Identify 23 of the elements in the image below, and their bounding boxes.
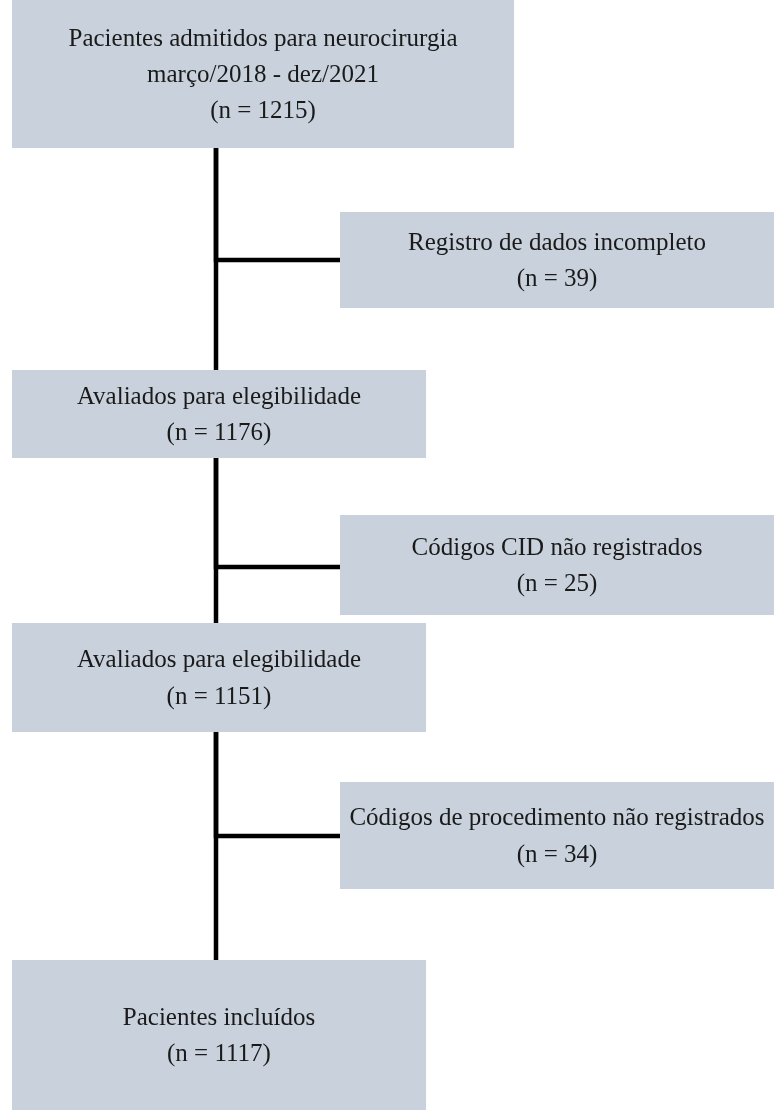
process-box — [340, 212, 774, 308]
connector-line — [213, 458, 340, 570]
box-text: Registro de dados incompleto — [408, 226, 706, 257]
box-text: Avaliados para elegibilidade — [76, 380, 362, 411]
connector-line — [213, 732, 340, 839]
box-text: (n = 1117) — [167, 1038, 271, 1069]
box-text: (n = 1151) — [166, 680, 272, 712]
box-text: Pacientes admitidos para neurocirurgia março/2018 - dez/2021 — [67, 22, 459, 89]
process-box — [340, 782, 774, 889]
process-box — [12, 623, 426, 732]
process-box — [12, 960, 426, 1110]
box-text: (n = 39) — [516, 263, 598, 293]
process-box — [12, 0, 514, 148]
box-text: Códigos de procedimento não registrados (n = 34) — [348, 802, 766, 869]
box-text: (n = 25) — [516, 568, 598, 598]
box-text: Códigos CID não registrados — [411, 531, 703, 562]
box-text: (n = 1215) — [210, 95, 316, 126]
box-text: Pacientes incluídos — [122, 1001, 316, 1032]
process-box — [340, 515, 774, 615]
box-text: Avaliados para elegibilidade — [76, 644, 362, 675]
connector-line — [213, 148, 340, 263]
box-text: (n = 1176) — [166, 417, 272, 448]
process-box — [12, 370, 426, 458]
